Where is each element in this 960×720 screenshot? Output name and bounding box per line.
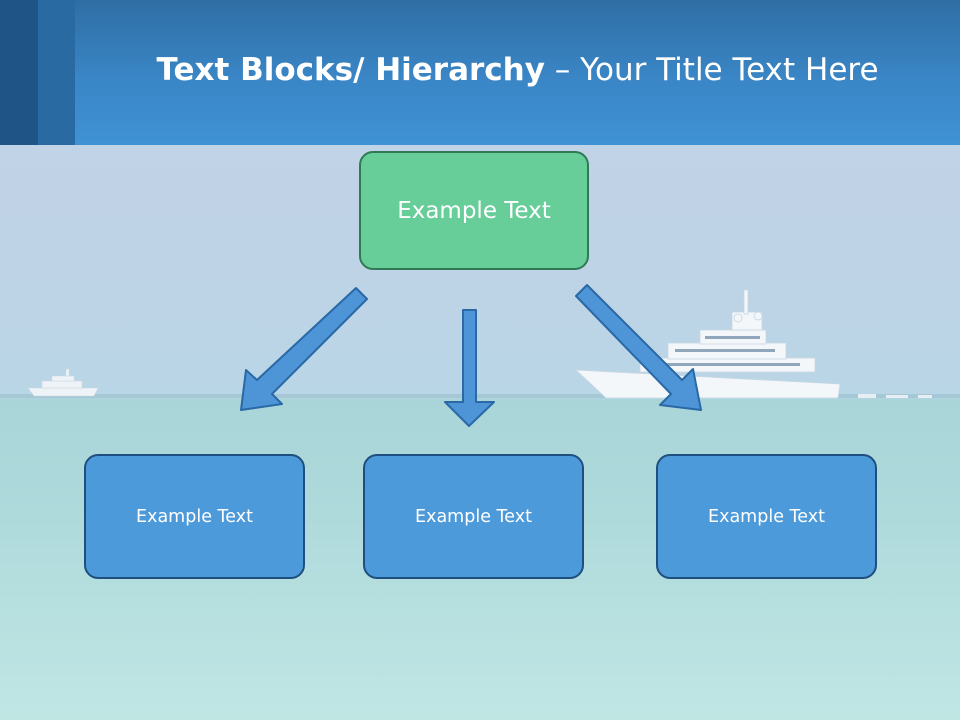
arrow-center [444,309,495,427]
header-accent-stripe-2 [38,0,75,145]
distant-yacht [27,368,99,397]
child-node-right: Example Text [656,454,877,579]
header-accent-stripe [0,0,38,145]
arrow-left [240,287,368,411]
small-boats [858,394,932,398]
yacht-windows [650,336,800,366]
arrow-right [575,284,702,411]
child-node-left: Example Text [84,454,305,579]
top-node: Example Text [359,151,589,270]
title-rest: – Your Title Text Here [544,52,879,88]
title-bold: Text Blocks/ Hierarchy [156,52,545,88]
slide-title: Text Blocks/ Hierarchy – Your Title Text… [75,52,960,88]
title-bar: Text Blocks/ Hierarchy – Your Title Text… [0,0,960,145]
horizon-line [0,394,960,398]
child-node-center: Example Text [363,454,584,579]
